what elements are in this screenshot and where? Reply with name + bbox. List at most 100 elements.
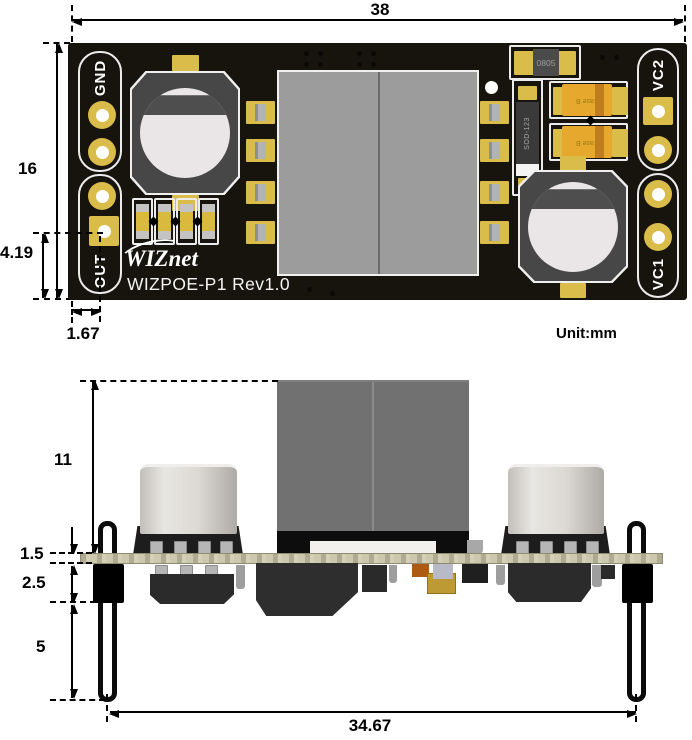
capacitor-top	[528, 182, 618, 272]
dim-component-height-label: 11	[54, 450, 72, 469]
via	[304, 62, 309, 67]
extension-line	[33, 232, 103, 234]
via	[318, 62, 323, 67]
via	[307, 287, 312, 292]
tantalum-capacitor: Case B	[549, 123, 628, 161]
through-hole-pad	[644, 136, 672, 164]
dim-pin-length-line	[70, 604, 78, 699]
bottom-lead	[496, 565, 505, 585]
via	[614, 55, 619, 60]
pcb-side-view	[80, 553, 663, 564]
transformer-base-gap	[310, 541, 436, 553]
dim-out-pad-x-line	[72, 308, 101, 316]
through-hole-pad	[644, 223, 672, 251]
bottom-component	[256, 563, 358, 616]
vc2-square-pad	[643, 97, 673, 125]
transformer-pad	[246, 139, 275, 162]
via	[330, 291, 335, 296]
bottom-component	[412, 564, 429, 577]
pin-spacer	[93, 564, 124, 603]
dim-board-width-label: 38	[370, 0, 390, 19]
via	[600, 55, 605, 60]
through-hole-pad	[88, 138, 116, 166]
electrolytic-capacitor-side	[140, 464, 237, 534]
extension-line	[71, 5, 73, 42]
transformer-pad	[246, 221, 275, 244]
smd-pad	[172, 55, 199, 71]
vc2-label: VC2	[649, 58, 667, 92]
vc1-label: VC1	[649, 257, 667, 291]
via	[357, 62, 362, 67]
extension-line	[43, 42, 70, 44]
connector-group-out: OUT	[78, 174, 122, 294]
dim-standoff-label: 2.5	[22, 573, 46, 592]
via	[318, 51, 323, 56]
via	[304, 51, 309, 56]
dim-out-pad-y-label: 4.19	[0, 243, 34, 262]
dim-pin-span-label: 34.67	[348, 716, 392, 735]
connector-group-gnd: GND	[78, 51, 122, 172]
extension-line	[50, 562, 92, 564]
smd-pad	[560, 283, 586, 298]
connector-group-vc1: VC1	[637, 173, 679, 298]
pin1-marker-dot	[485, 81, 498, 94]
wiznet-logo: WIZnet	[125, 246, 198, 271]
bottom-component	[362, 565, 387, 592]
transformer-pad	[480, 181, 509, 204]
extension-line	[33, 298, 72, 300]
transformer-side	[277, 380, 469, 552]
through-hole-pad	[644, 180, 672, 208]
dim-pin-length-label: 5	[36, 637, 46, 656]
dim-board-width-line	[72, 18, 684, 26]
through-hole-pad	[88, 182, 116, 210]
bottom-component	[150, 574, 234, 604]
smd-pad	[560, 156, 586, 171]
header-pin	[98, 601, 117, 702]
transformer-pad	[246, 181, 275, 204]
dim-out-pad-y-line	[41, 233, 49, 299]
transformer-pad	[246, 101, 275, 124]
through-hole-pad	[88, 101, 116, 129]
tantalum-polarity-stripe	[595, 84, 604, 116]
transformer-pad	[480, 221, 509, 244]
extension-line	[106, 694, 108, 722]
dim-board-height-line	[55, 43, 63, 299]
dim-board-thickness-label: 1.5	[20, 544, 44, 563]
via	[371, 51, 376, 56]
via	[357, 51, 362, 56]
bottom-component	[462, 564, 488, 583]
header-pin-top	[627, 521, 646, 554]
extension-line	[71, 301, 73, 323]
dim-board-height-label: 16	[18, 159, 37, 178]
bottom-component	[601, 565, 615, 579]
bottom-lead	[236, 565, 245, 589]
transformer-lead	[467, 540, 483, 554]
bottom-lead	[389, 565, 397, 583]
resistor-0805-marking: 0805	[533, 49, 559, 76]
bottom-component	[508, 563, 591, 602]
transformer	[277, 70, 479, 276]
bottom-lead	[592, 565, 602, 587]
extension-line	[99, 236, 101, 322]
dim-board-thickness-arrow	[70, 527, 78, 554]
transformer-pad	[480, 139, 509, 162]
extension-line	[635, 694, 637, 722]
dim-standoff-line	[70, 565, 78, 603]
gnd-label: GND	[91, 59, 109, 97]
resistor-0805: 0805	[509, 45, 581, 80]
bottom-component	[433, 564, 453, 579]
unit-note: Unit:mm	[556, 325, 617, 342]
board-name: WIZPOE-P1 Rev1.0	[127, 274, 290, 294]
electrolytic-capacitor-side	[508, 464, 604, 534]
capacitor-top	[140, 88, 230, 178]
dim-component-height-line	[91, 380, 99, 554]
header-pin-top	[98, 521, 117, 554]
header-pin	[627, 601, 646, 702]
tantalum-capacitor: Case B	[549, 81, 628, 119]
diode-marking: SOD-123	[524, 116, 531, 150]
dim-pin-span-line	[109, 710, 637, 718]
tantalum-polarity-stripe	[595, 126, 604, 158]
via	[371, 62, 376, 67]
extension-line	[684, 5, 686, 42]
